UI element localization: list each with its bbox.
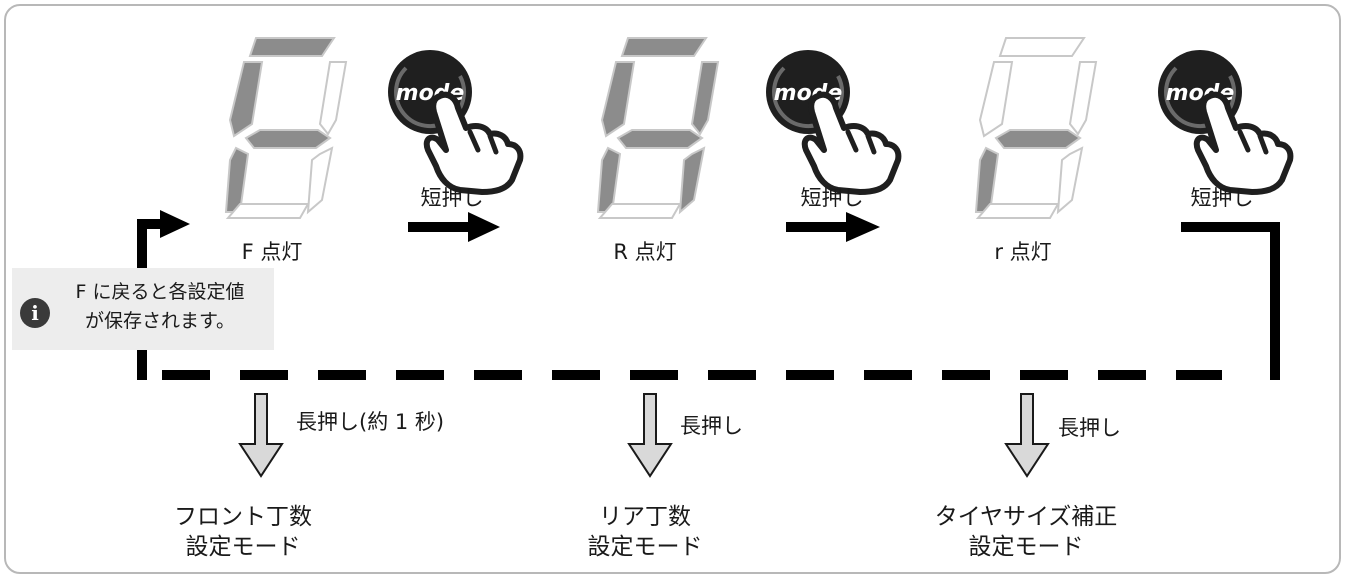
info-note: i F に戻ると各設定値 が保存されます。	[12, 268, 274, 350]
segment-upper-right	[690, 61, 720, 136]
mode-name-tire-line1: タイヤサイズ補正	[934, 504, 1118, 530]
display-digit-f	[224, 37, 348, 219]
display-digit-r-lower	[974, 37, 1098, 219]
pointing-hand-icon	[801, 91, 902, 195]
mode-name-front-line1: フロント丁数	[174, 504, 312, 530]
segment-middle	[244, 129, 332, 149]
flow-diagram: mode mode mode	[137, 37, 1294, 478]
mode-name-rear: リア丁数 設定モード	[588, 502, 703, 562]
segment-middle	[994, 129, 1082, 149]
segment-lower-right	[306, 146, 334, 215]
segment-top	[248, 37, 336, 57]
long-press-label-2: 長押し	[680, 414, 743, 438]
mode-name-front: フロント丁数 設定モード	[174, 502, 312, 562]
segment-upper-left	[600, 61, 636, 138]
mode-button-3[interactable]: mode	[1158, 50, 1294, 195]
segment-upper-left	[228, 61, 264, 138]
short-press-label-2: 短押し	[800, 186, 864, 210]
state-label-f: F 点灯	[241, 240, 303, 264]
mode-name-tire-line2: 設定モード	[968, 534, 1084, 560]
mode-name-rear-line1: リア丁数	[599, 504, 691, 530]
segment-middle	[616, 129, 704, 149]
segment-lower-right	[678, 146, 706, 215]
segment-lower-left	[974, 146, 1000, 213]
long-press-label-3: 長押し	[1058, 416, 1121, 440]
short-press-label-3: 短押し	[1190, 186, 1254, 210]
info-icon: i	[20, 298, 50, 328]
mode-name-rear-line2: 設定モード	[587, 534, 703, 560]
segment-lower-left	[596, 146, 622, 213]
pointing-hand-icon	[1193, 91, 1294, 195]
long-press-label-1: 長押し(約 1 秒)	[296, 410, 445, 434]
pointing-hand-icon	[423, 91, 524, 195]
segment-top	[620, 37, 708, 57]
segment-lower-left	[224, 146, 250, 213]
display-digit-r	[596, 37, 720, 219]
state-label-r-lower: r 点灯	[994, 240, 1052, 264]
segment-upper-left	[978, 61, 1014, 138]
segment-bottom	[225, 203, 310, 219]
mode-button-1[interactable]: mode	[388, 50, 524, 195]
info-note-line2: が保存されます。	[84, 310, 236, 332]
down-arrow-2	[627, 393, 673, 478]
segment-bottom	[975, 203, 1060, 219]
segment-upper-right	[1068, 61, 1098, 136]
return-loop	[137, 210, 1280, 380]
arrow-right-2	[786, 212, 880, 242]
mode-name-tire: タイヤサイズ補正 設定モード	[935, 502, 1118, 562]
segment-top	[998, 37, 1086, 57]
arrow-right-1	[408, 212, 500, 242]
segment-lower-right	[1056, 146, 1084, 215]
down-arrow-1	[238, 393, 284, 478]
mode-name-front-line2: 設定モード	[185, 534, 301, 560]
mode-button-2[interactable]: mode	[766, 50, 902, 195]
segment-bottom	[597, 203, 682, 219]
info-note-line1: F に戻ると各設定値	[75, 281, 245, 303]
segment-upper-right	[318, 61, 348, 136]
down-arrow-3	[1004, 393, 1050, 478]
info-note-text: F に戻ると各設定値 が保存されます。	[50, 278, 270, 336]
short-press-label-1: 短押し	[420, 186, 484, 210]
state-label-r: R 点灯	[613, 240, 677, 264]
